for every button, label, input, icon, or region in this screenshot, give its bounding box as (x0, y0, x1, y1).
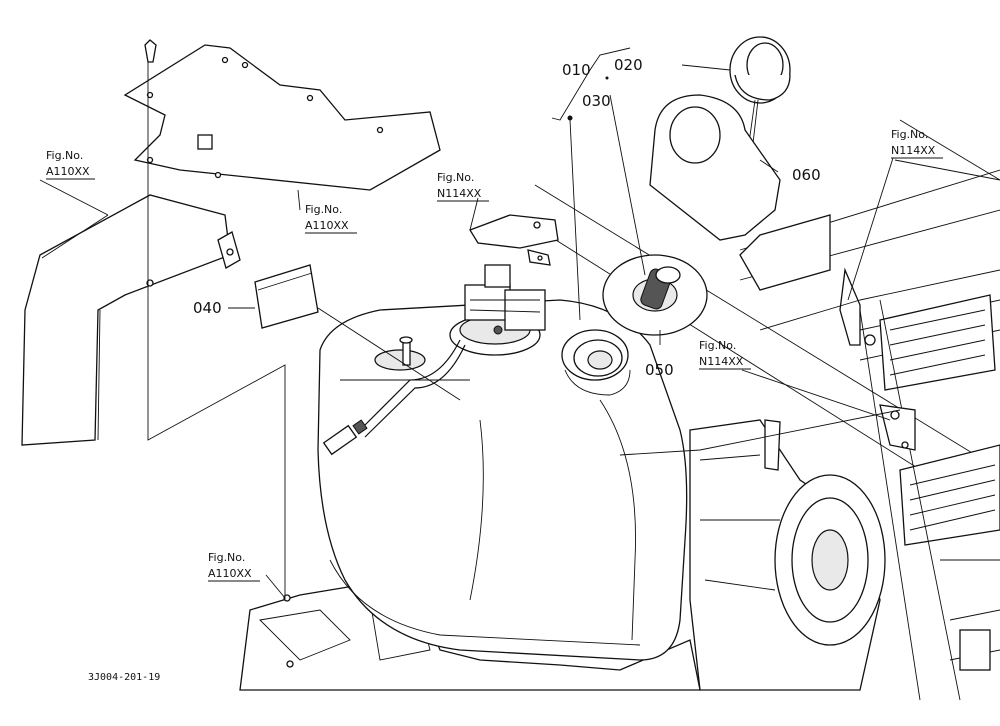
fig-ref-line2: A110XX (305, 219, 349, 232)
fuel-cap-020 (729, 36, 791, 153)
fig-ref-line2: N114XX (891, 144, 936, 157)
fig-ref-line1: Fig.No. (891, 128, 928, 141)
fig-ref-bottom: Fig.No. A110XX (208, 551, 260, 582)
drawing-code: 3J004-201-19 (88, 672, 160, 683)
fuel-tank (317, 299, 901, 661)
fig-ref-plate: Fig.No. A110XX (305, 203, 357, 234)
filler-neck (561, 329, 631, 396)
pad-040 (254, 264, 319, 329)
part-label-060: 060 (792, 166, 821, 184)
fig-ref-line1: Fig.No. (699, 339, 736, 352)
wire-harness (322, 336, 466, 456)
part-label-020: 020 (614, 56, 643, 74)
fig-ref-line1: Fig.No. (305, 203, 342, 216)
fig-ref-bracket: Fig.No. N114XX (437, 171, 489, 202)
fig-ref-line1: Fig.No. (208, 551, 245, 564)
fig-ref-line2: A110XX (208, 567, 252, 580)
fuel-sender-unit (449, 264, 546, 356)
part-label-010: 010 (562, 61, 591, 79)
small-bracket (469, 214, 559, 266)
part-label-030: 030 (582, 92, 611, 110)
part-label-050: 050 (645, 361, 674, 379)
fig-ref-line1: Fig.No. (46, 149, 83, 162)
top-plate (123, 39, 441, 191)
fig-ref-line2: N114XX (699, 355, 744, 368)
decal-060 (649, 94, 781, 241)
fig-ref-right-mid: Fig.No. N114XX (699, 339, 751, 370)
leader-dot (567, 115, 573, 121)
fig-ref-line2: N114XX (437, 187, 482, 200)
fig-ref-line2: A110XX (46, 165, 90, 178)
fig-ref-line1: Fig.No. (437, 171, 474, 184)
leader-dot (605, 76, 609, 80)
fig-ref-top-left: Fig.No. A110XX (46, 149, 95, 180)
leader-lines (39, 47, 1000, 600)
strainer-030 (640, 266, 681, 310)
fig-ref-right-top: Fig.No. N114XX (891, 128, 943, 159)
chassis-frame (534, 119, 1000, 701)
part-label-040: 040 (193, 299, 222, 317)
left-cover (21, 194, 241, 446)
